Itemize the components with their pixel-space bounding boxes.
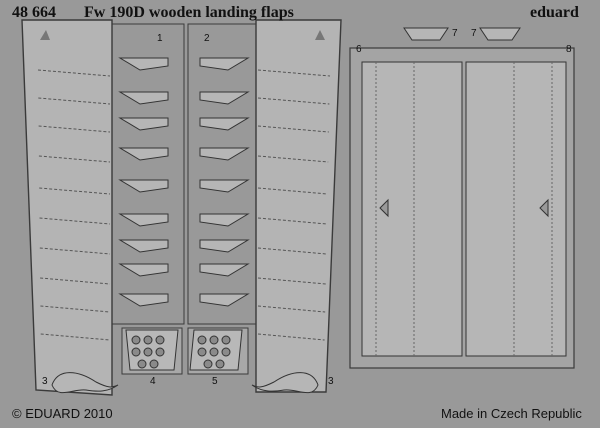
rib-line bbox=[257, 277, 326, 285]
brand-name: eduard bbox=[530, 4, 579, 21]
hole bbox=[155, 347, 165, 357]
hole bbox=[197, 347, 207, 357]
origin-text: Made in Czech Republic bbox=[441, 406, 582, 421]
copyright-text: © EDUARD 2010 bbox=[12, 406, 113, 421]
bracket-right bbox=[199, 213, 250, 227]
rib-line bbox=[40, 277, 111, 285]
hole bbox=[209, 347, 219, 357]
part-number-5: 5 bbox=[212, 376, 218, 387]
bracket-right bbox=[199, 91, 250, 105]
flap-left bbox=[21, 19, 113, 396]
part-number-2: 2 bbox=[204, 33, 210, 44]
bracket-left bbox=[118, 179, 169, 193]
part-6 bbox=[361, 61, 463, 357]
part-7-b bbox=[479, 27, 521, 41]
bracket-left bbox=[118, 91, 169, 105]
fret-code: 48 664 bbox=[12, 4, 56, 21]
bracket-right bbox=[199, 147, 250, 161]
rib-line bbox=[257, 247, 327, 255]
rib-line bbox=[257, 217, 328, 225]
bracket-left bbox=[118, 263, 169, 277]
part-number-1: 1 bbox=[157, 33, 163, 44]
part-number-3-left: 3 bbox=[42, 376, 48, 387]
part-3-left bbox=[51, 372, 119, 394]
bracket-right bbox=[199, 57, 250, 71]
bracket-left bbox=[118, 117, 169, 131]
hole bbox=[215, 359, 225, 369]
rib-line bbox=[39, 217, 111, 225]
rib-line bbox=[257, 97, 330, 105]
part-number-4: 4 bbox=[150, 376, 156, 387]
part-number-3-right: 3 bbox=[328, 376, 334, 387]
bracket-left bbox=[118, 57, 169, 71]
bracket-left bbox=[118, 293, 169, 307]
hole bbox=[209, 335, 219, 345]
bracket-right bbox=[199, 293, 250, 307]
part-number-7-b: 7 bbox=[471, 28, 477, 39]
part-number-6: 6 bbox=[356, 44, 362, 55]
rib-line bbox=[40, 333, 111, 341]
rib-line bbox=[38, 155, 111, 163]
bracket-right bbox=[199, 263, 250, 277]
part-7-a bbox=[403, 27, 449, 41]
rib-line bbox=[37, 69, 111, 77]
part-3-right bbox=[251, 372, 319, 394]
hole bbox=[221, 335, 231, 345]
rib-line bbox=[257, 305, 326, 313]
hole bbox=[143, 335, 153, 345]
fret-title: Fw 190D wooden landing flaps bbox=[84, 4, 294, 21]
hole bbox=[143, 347, 153, 357]
part-number-8: 8 bbox=[566, 44, 572, 55]
rib-line bbox=[38, 125, 111, 133]
hole bbox=[137, 359, 147, 369]
rib-line bbox=[39, 187, 111, 195]
bracket-right bbox=[199, 239, 250, 253]
hole bbox=[131, 347, 141, 357]
rib-line bbox=[40, 305, 111, 313]
rib-line bbox=[257, 333, 325, 341]
bracket-left bbox=[118, 147, 169, 161]
part-8 bbox=[465, 61, 567, 357]
center-frame-left bbox=[111, 23, 185, 325]
bracket-left bbox=[118, 213, 169, 227]
rib-line bbox=[257, 155, 329, 163]
rib-line bbox=[38, 97, 111, 105]
hole bbox=[155, 335, 165, 345]
hole bbox=[203, 359, 213, 369]
rib-line bbox=[257, 187, 328, 195]
center-frame-right bbox=[187, 23, 257, 325]
rib-line bbox=[257, 69, 331, 77]
rib-line bbox=[39, 247, 111, 255]
hole bbox=[149, 359, 159, 369]
hole bbox=[131, 335, 141, 345]
part-number-7-a: 7 bbox=[452, 28, 458, 39]
hole bbox=[197, 335, 207, 345]
bracket-right bbox=[199, 179, 250, 193]
bracket-left bbox=[118, 239, 169, 253]
rib-line bbox=[257, 125, 329, 133]
hole bbox=[221, 347, 231, 357]
bracket-right bbox=[199, 117, 250, 131]
